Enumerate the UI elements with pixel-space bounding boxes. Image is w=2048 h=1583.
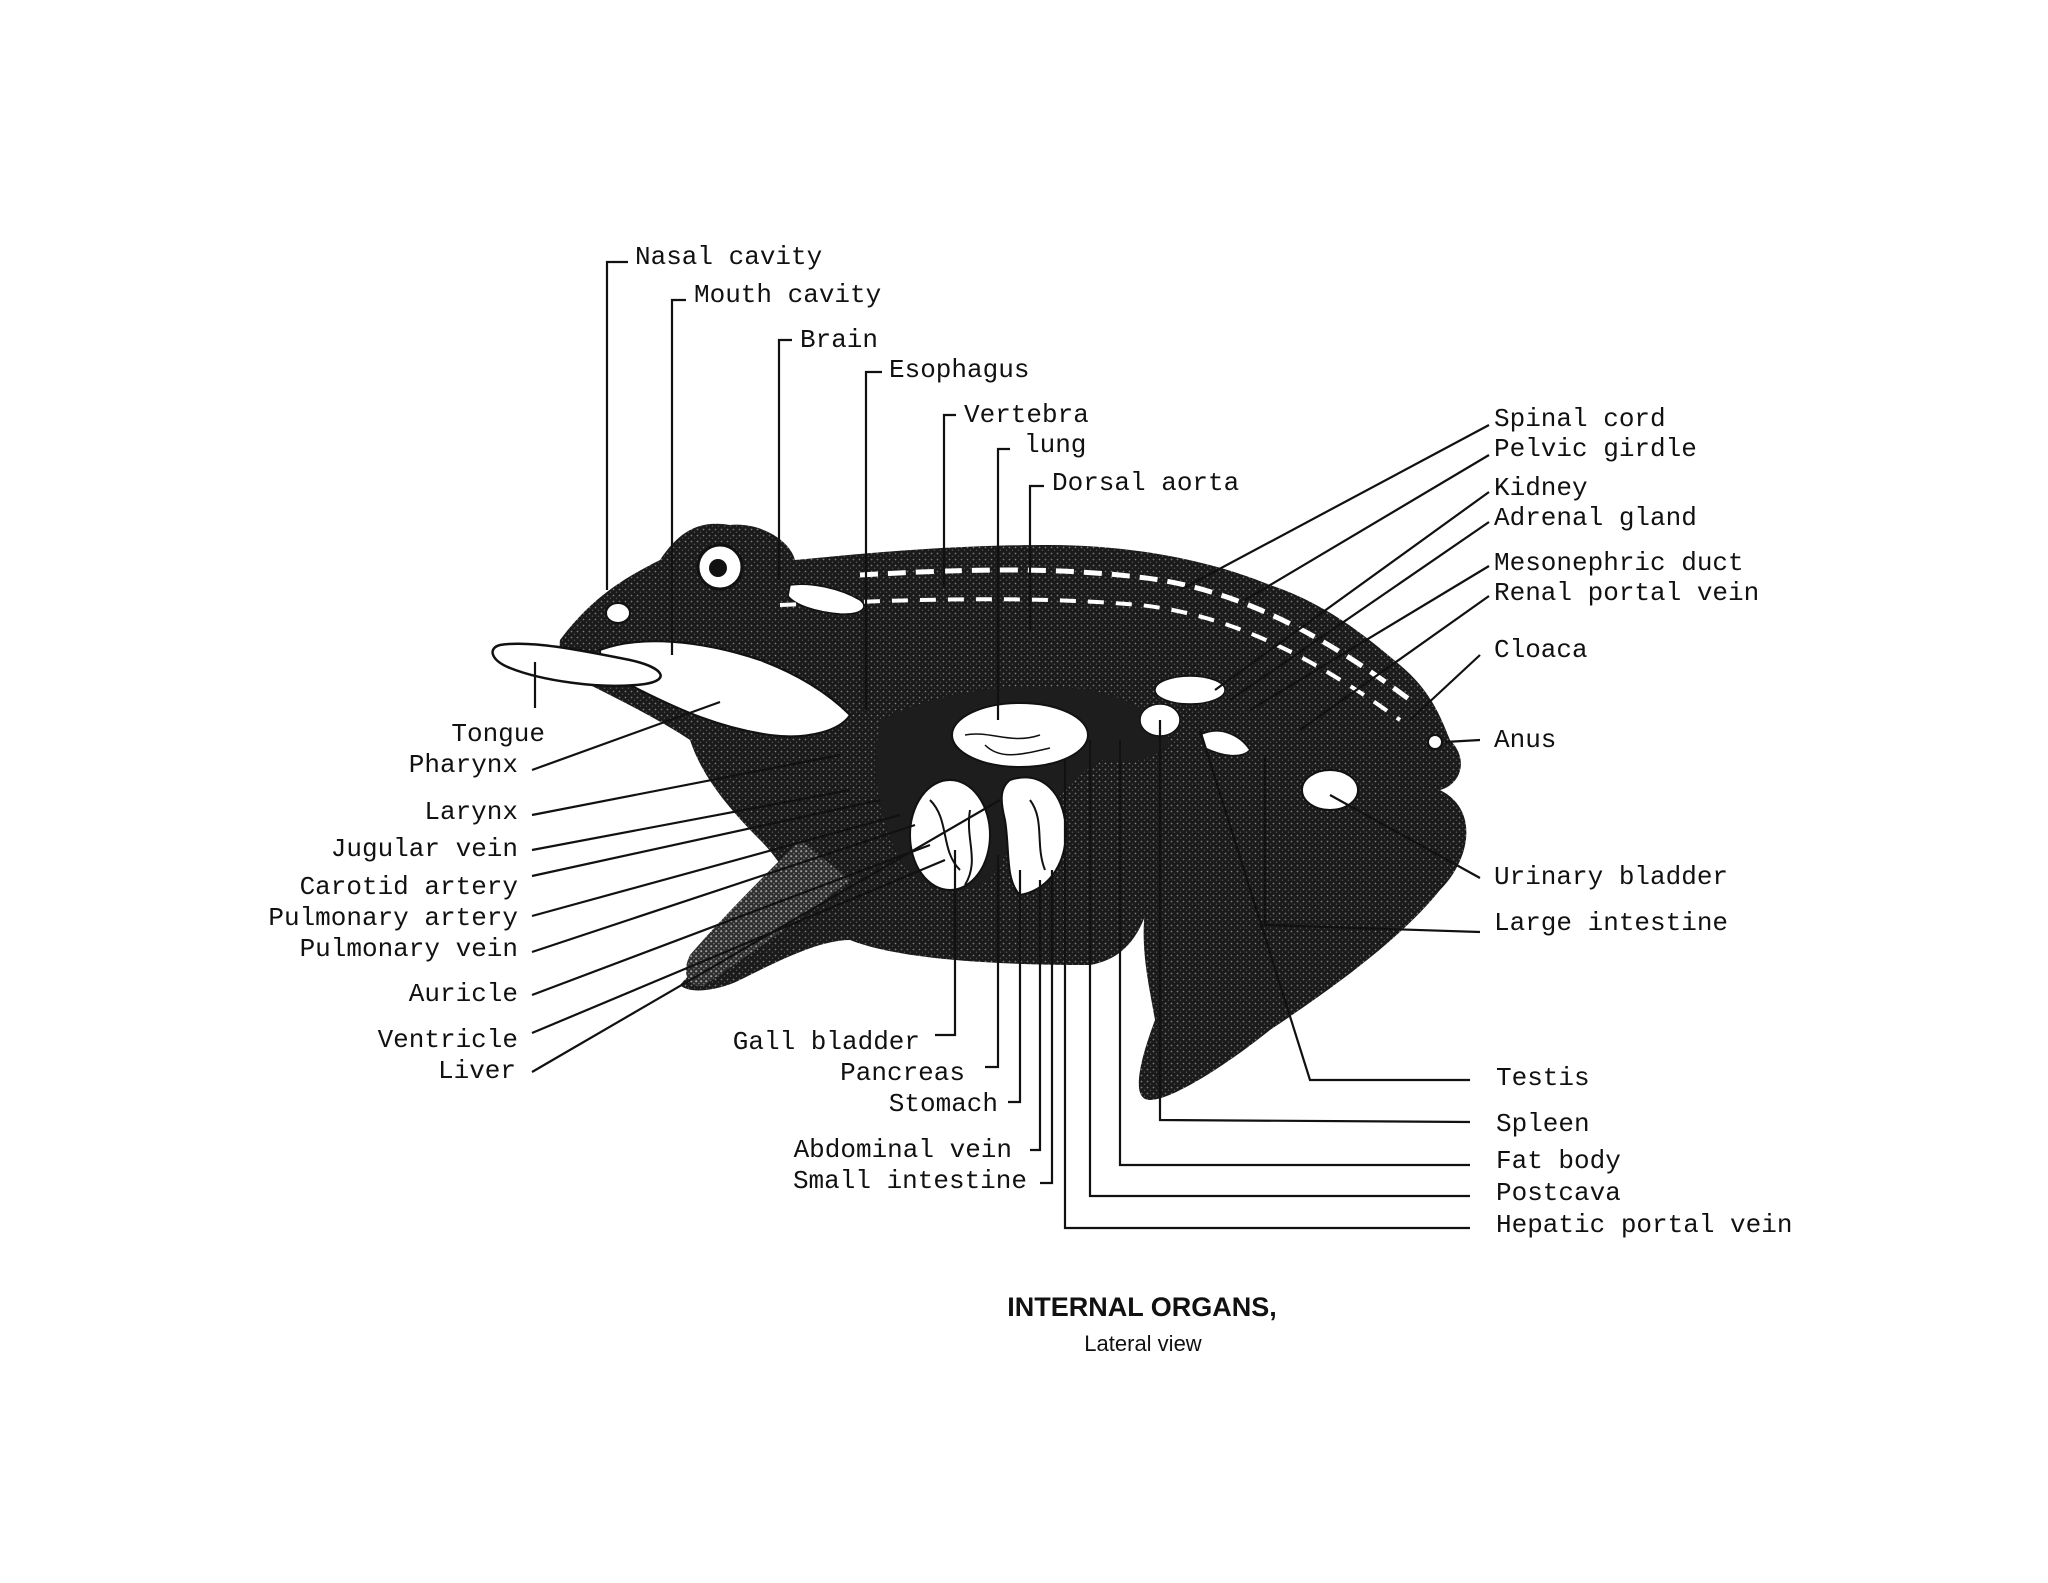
label-esophagus: Esophagus (889, 355, 1029, 385)
label-mesonephric-duct: Mesonephric duct (1494, 548, 1744, 578)
label-spinal-cord: Spinal cord (1494, 404, 1666, 434)
label-brain: Brain (800, 325, 878, 355)
front-arm-shape (685, 840, 850, 986)
label-pancreas: Pancreas (840, 1058, 965, 1088)
kidney-shape (1154, 675, 1226, 705)
stomach-shape (1000, 776, 1067, 897)
frog-body-illustration (491, 523, 1467, 1100)
label-fat-body: Fat body (1496, 1146, 1621, 1176)
hind-leg-shape (1135, 739, 1467, 1100)
label-adrenal-gland: Adrenal gland (1494, 503, 1697, 533)
label-dorsal-aorta: Dorsal aorta (1052, 468, 1239, 498)
heart-shape (909, 779, 991, 891)
leader-lines (531, 260, 1490, 1230)
label-pharynx: Pharynx (409, 750, 518, 780)
label-stomach: Stomach (889, 1089, 998, 1119)
spinal-cord-line (859, 567, 1412, 703)
eye-pupil-shape (709, 559, 727, 577)
organ-labels: Nasal cavity Mouth cavity Brain Esophagu… (268, 242, 1792, 1240)
label-testis: Testis (1496, 1063, 1590, 1093)
urinary-bladder-shape (1301, 769, 1359, 811)
label-mouth-cavity: Mouth cavity (694, 280, 881, 310)
fat-body-shape (1199, 730, 1251, 757)
label-cloaca: Cloaca (1494, 635, 1588, 665)
label-carotid-artery: Carotid artery (300, 872, 518, 902)
cloaca-shape (1427, 734, 1443, 750)
label-nasal-cavity: Nasal cavity (635, 242, 822, 272)
label-ventricle: Ventricle (378, 1025, 518, 1055)
label-pulmonary-artery: Pulmonary artery (268, 903, 518, 933)
brain-shape (787, 583, 865, 615)
label-abdominal-vein: Abdominal vein (794, 1135, 1012, 1165)
label-spleen: Spleen (1496, 1109, 1590, 1139)
label-liver: Liver (438, 1056, 516, 1086)
label-urinary-bladder: Urinary bladder (1494, 862, 1728, 892)
label-larynx: Larynx (424, 797, 518, 827)
lung-shape (951, 702, 1089, 768)
label-renal-portal-vein: Renal portal vein (1494, 578, 1759, 608)
label-postcava: Postcava (1496, 1178, 1621, 1208)
label-jugular-vein: Jugular vein (331, 834, 518, 864)
vertebra-line (779, 597, 1402, 722)
label-tongue: Tongue (451, 719, 545, 749)
label-pulmonary-vein: Pulmonary vein (300, 934, 518, 964)
label-lung: lung (1024, 430, 1086, 460)
label-pelvic-girdle: Pelvic girdle (1494, 434, 1697, 464)
label-small-intestine: Small intestine (793, 1166, 1027, 1196)
nostril-shape (605, 602, 631, 624)
label-anus: Anus (1494, 725, 1556, 755)
intestine-coil (1029, 799, 1046, 871)
label-kidney: Kidney (1494, 473, 1588, 503)
figure-caption-title: INTERNAL ORGANS, (1007, 1292, 1277, 1322)
label-auricle: Auricle (409, 979, 518, 1009)
label-vertebra: Vertebra (964, 400, 1089, 430)
mouth-cavity-shape (598, 640, 852, 738)
lung-vessels (964, 733, 1051, 756)
figure-caption-subtitle: Lateral view (1084, 1331, 1202, 1356)
label-gall-bladder: Gall bladder (733, 1027, 920, 1057)
label-hepatic-portal-vein: Hepatic portal vein (1496, 1210, 1792, 1240)
label-large-intestine: Large intestine (1494, 908, 1728, 938)
